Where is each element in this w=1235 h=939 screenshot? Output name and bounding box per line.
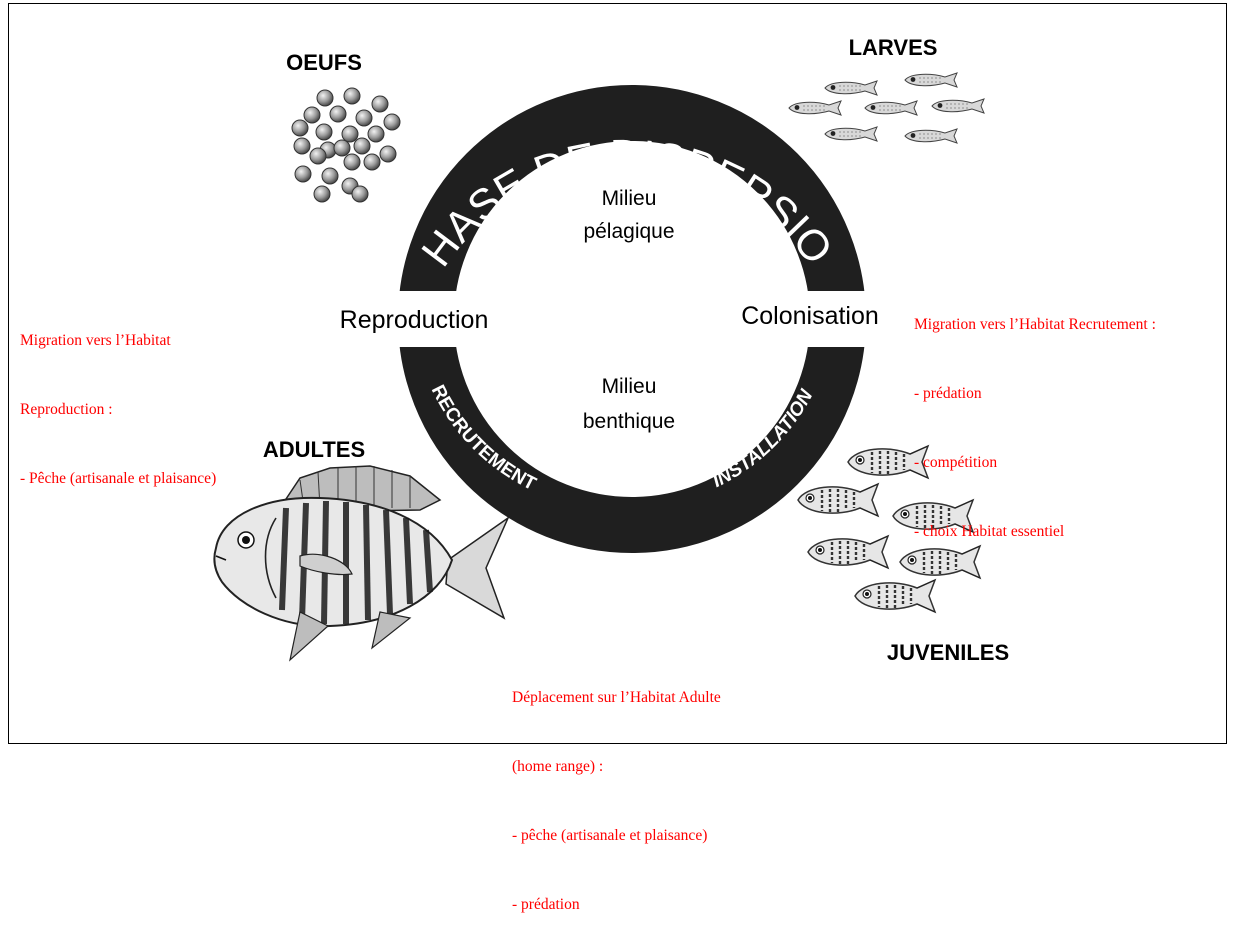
note-line: - compétition xyxy=(914,454,998,471)
note-line: Migration vers l’Habitat Recrutement : xyxy=(914,316,1156,333)
cycle-ring xyxy=(360,85,906,553)
note-line: Migration vers l’Habitat xyxy=(20,332,171,349)
note-line: Déplacement sur l’Habitat Adulte xyxy=(512,689,721,706)
adult-fish-illustration xyxy=(213,465,510,662)
note-line: Reproduction : xyxy=(20,401,113,418)
note-line: - Pêche (artisanale et plaisance) xyxy=(20,470,217,487)
inner-bottom-line1: Milieu xyxy=(602,375,657,398)
note-line: - pêche (artisanale et plaisance) xyxy=(512,827,708,844)
note-line: (home range) : xyxy=(512,758,604,775)
side-label-colonisation: Colonisation xyxy=(741,302,879,330)
stage-label-juveniles: JUVENILES xyxy=(887,640,1009,665)
note-line: - choix Habitat essentiel xyxy=(914,523,1065,540)
side-label-reproduction: Reproduction xyxy=(340,306,489,334)
note-recruitment-migration: Migration vers l’Habitat Recrutement : -… xyxy=(914,267,1156,566)
note-adult-habitat: Déplacement sur l’Habitat Adulte (home r… xyxy=(512,640,721,939)
note-line: - prédation xyxy=(914,385,982,402)
note-line: - prédation xyxy=(512,896,580,913)
stage-label-adultes: ADULTES xyxy=(263,437,365,462)
stage-label-oeufs: OEUFS xyxy=(286,50,362,75)
eggs-illustration xyxy=(291,87,401,203)
stage-label-larves: LARVES xyxy=(849,35,938,60)
inner-top-line1: Milieu xyxy=(602,187,657,210)
life-cycle-diagram: PHASE DE DISPERSION RECRUTEMENT INSTALLA… xyxy=(213,35,1010,665)
larvae-illustration xyxy=(788,72,985,144)
inner-bottom-line2: benthique xyxy=(583,410,675,433)
inner-top-line2: pélagique xyxy=(583,220,674,243)
note-reproduction-migration: Migration vers l’Habitat Reproduction : … xyxy=(20,283,216,513)
